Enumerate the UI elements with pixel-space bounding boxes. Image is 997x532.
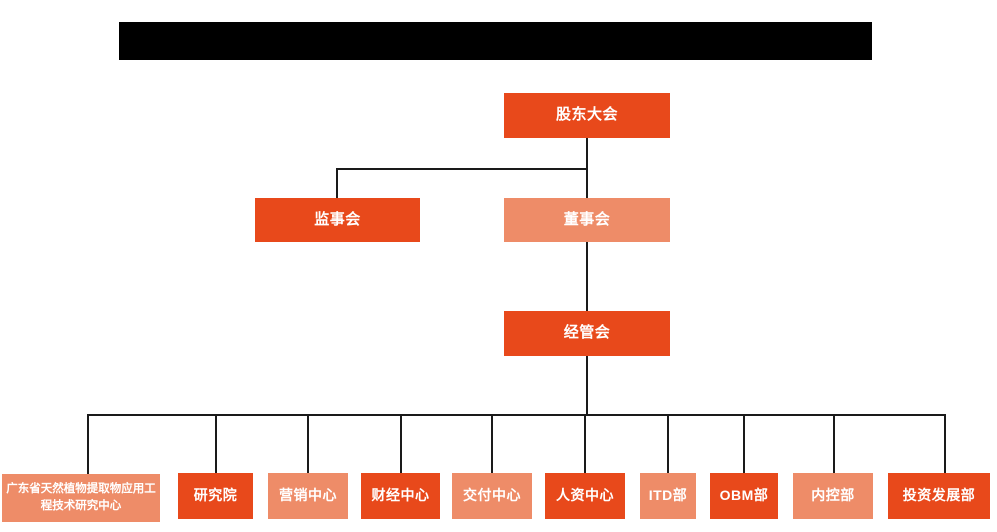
connector-to-supervisors	[336, 168, 338, 198]
node-finance-center[interactable]: 财经中心	[361, 473, 440, 519]
connector-to-eng-center	[87, 414, 89, 474]
connector-to-finance-center	[400, 414, 402, 473]
node-investment-development-department[interactable]: 投资发展部	[888, 473, 990, 519]
node-board-of-supervisors[interactable]: 监事会	[255, 198, 420, 242]
connector-to-hr-center	[584, 414, 586, 473]
node-board-of-directors[interactable]: 董事会	[504, 198, 670, 242]
connector-level2-bus	[336, 168, 588, 170]
node-itd-department[interactable]: ITD部	[640, 473, 696, 519]
connector-shareholders-stem	[586, 138, 588, 169]
connector-to-marketing-center	[307, 414, 309, 473]
connector-to-investment-dev-dept	[944, 414, 946, 473]
connector-leaf-bus	[87, 414, 945, 416]
node-shareholders-meeting[interactable]: 股东大会	[504, 93, 670, 138]
connector-management-stem	[586, 356, 588, 415]
node-hr-center[interactable]: 人资中心	[545, 473, 625, 519]
redacted-title-bar	[119, 22, 872, 60]
connector-to-itd-dept	[667, 414, 669, 473]
node-internal-control-department[interactable]: 内控部	[793, 473, 873, 519]
connector-to-research-institute	[215, 414, 217, 473]
connector-directors-to-management	[586, 241, 588, 311]
node-obm-department[interactable]: OBM部	[710, 473, 778, 519]
connector-to-directors	[586, 168, 588, 198]
node-guangdong-engineering-research-center[interactable]: 广东省天然植物提取物应用工程技术研究中心	[2, 474, 160, 522]
connector-to-obm-dept	[743, 414, 745, 473]
connector-to-delivery-center	[491, 414, 493, 473]
node-marketing-center[interactable]: 营销中心	[268, 473, 348, 519]
node-delivery-center[interactable]: 交付中心	[452, 473, 532, 519]
node-research-institute[interactable]: 研究院	[178, 473, 253, 519]
node-management-committee[interactable]: 经管会	[504, 311, 670, 356]
connector-to-internal-control-dept	[833, 414, 835, 473]
